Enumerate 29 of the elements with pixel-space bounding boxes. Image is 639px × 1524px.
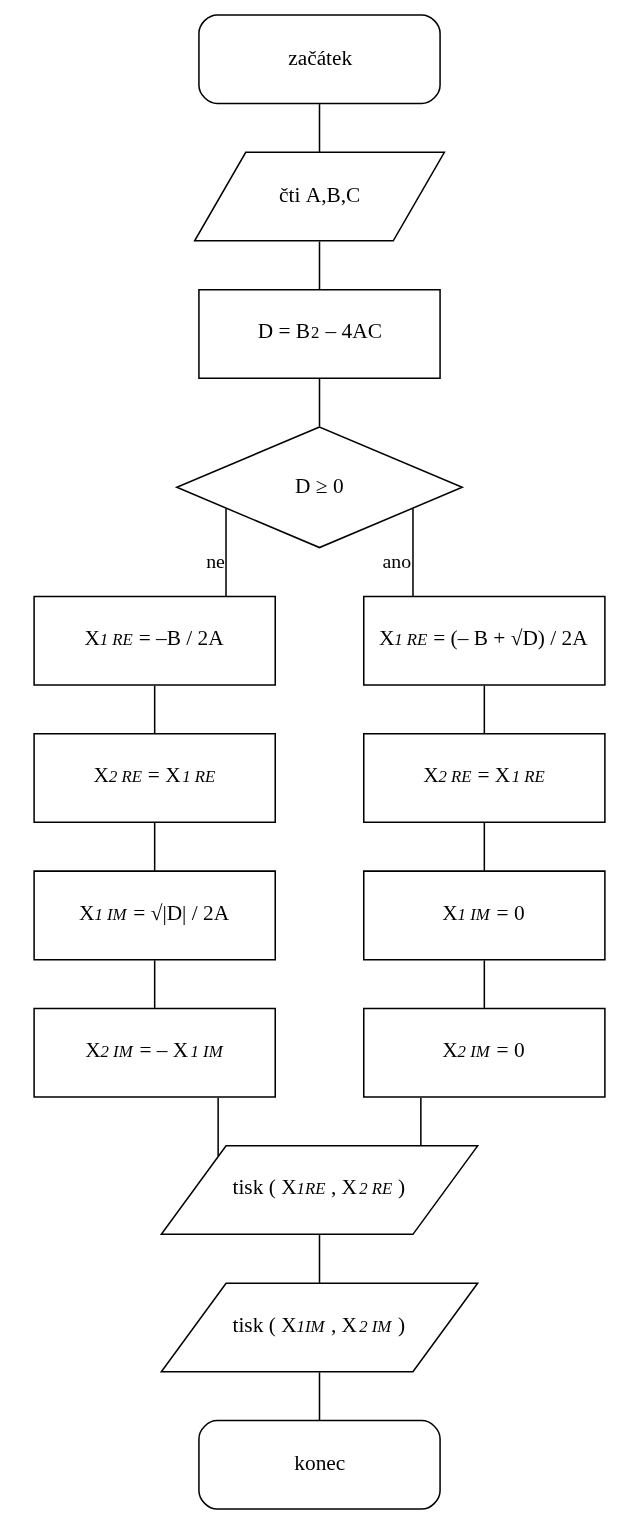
connector <box>225 507 227 597</box>
connector <box>153 684 156 735</box>
connector <box>318 1371 321 1421</box>
connector <box>217 1096 219 1158</box>
node-diamond: D ≥ 0 <box>174 426 465 549</box>
connector <box>153 822 156 872</box>
node-box: začátek <box>198 14 441 105</box>
node-box: X1 RE = –B / 2A <box>33 595 276 686</box>
node-box: D = B2 – 4AC <box>198 288 441 379</box>
node-box: X1 IM = √|D| / 2A <box>33 870 276 961</box>
connector <box>412 507 414 597</box>
connector <box>483 684 486 735</box>
connector <box>420 1096 422 1147</box>
edge-label: ne <box>206 550 225 573</box>
connector <box>483 959 486 1009</box>
connector <box>153 959 156 1009</box>
node-box: X2 RE = X1 RE <box>33 733 276 824</box>
connector <box>318 377 321 428</box>
edge-label: ano <box>382 550 412 573</box>
node-box: X1 IM = 0 <box>363 870 606 961</box>
connector <box>318 1234 321 1284</box>
node-box: konec <box>198 1419 441 1510</box>
connector <box>318 103 321 153</box>
connector <box>318 240 321 291</box>
node-box: X2 IM = 0 <box>363 1007 606 1098</box>
node-box: X1 RE = (– B + √D) / 2A <box>363 595 606 686</box>
connector <box>483 822 486 872</box>
node-box: X2 IM = – X1 IM <box>33 1007 276 1098</box>
node-box: X2 RE = X1 RE <box>363 733 606 824</box>
